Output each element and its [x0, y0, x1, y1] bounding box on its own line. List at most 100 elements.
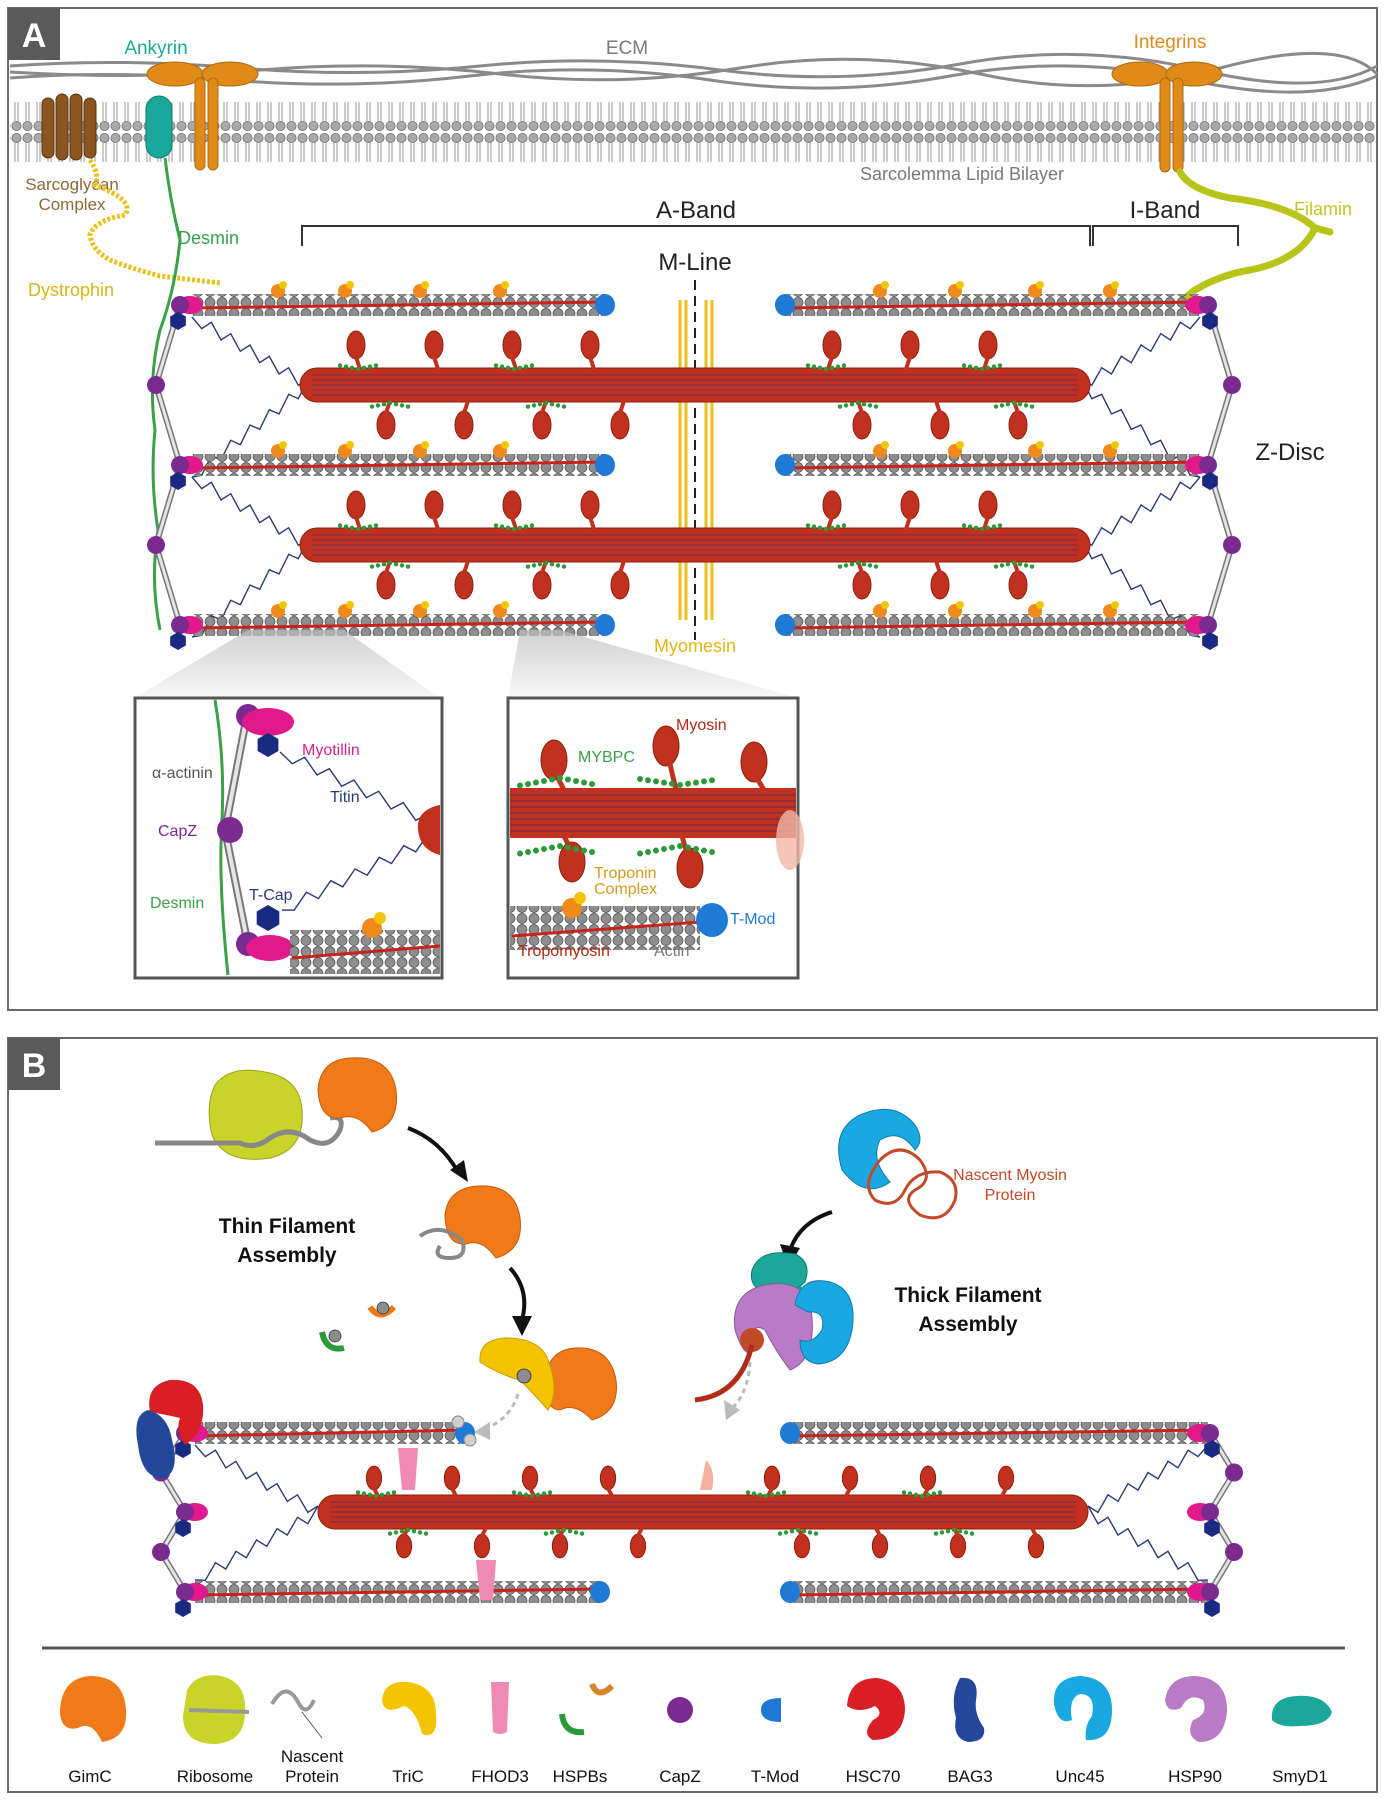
mybpc-dot	[677, 782, 683, 788]
mybpc-dot	[751, 1491, 757, 1496]
hspb-small-icon	[319, 1329, 345, 1352]
mybpc-dot	[837, 404, 843, 409]
mybpc-dot	[807, 1530, 813, 1535]
mybpc-dot	[669, 844, 675, 851]
mybpc-dot	[543, 1531, 549, 1536]
tcap-icon	[175, 1599, 191, 1617]
mybpc-dot	[867, 403, 873, 408]
mybpc-dot	[973, 525, 979, 530]
mybpc-dot	[529, 1493, 535, 1499]
mybpc-dot	[557, 843, 563, 849]
inset-tropomyosin-label: Tropomyosin	[518, 943, 610, 960]
mybpc-dot	[653, 778, 659, 785]
mybpc-dot	[823, 526, 829, 532]
tmod-icon	[696, 903, 728, 937]
tmod-icon	[775, 454, 795, 476]
mybpc-dot	[999, 563, 1005, 568]
legend-item: FHOD3	[471, 1682, 529, 1786]
tcap-icon	[1204, 1599, 1220, 1617]
mybpc-dot	[991, 364, 997, 369]
hspbs-icon	[559, 1682, 615, 1736]
dystrophin-strand	[87, 158, 221, 286]
tcap-icon	[1202, 312, 1218, 330]
mybpc-dot	[337, 363, 343, 368]
mybpc-dot	[997, 363, 1003, 368]
z-disc	[1185, 296, 1241, 650]
myosin-head-icon	[558, 841, 586, 883]
mybpc-dot	[343, 364, 349, 369]
mybpc-dot	[781, 1490, 787, 1495]
tmod-icon	[590, 1581, 610, 1603]
mybpc-dot	[805, 523, 811, 528]
mybpc-dot	[549, 844, 555, 851]
inset-mybpc-label: MYBPC	[578, 749, 635, 766]
mybpc-dot	[777, 1531, 783, 1536]
m-line-label: M-Line	[658, 249, 731, 276]
myosin-head-icon	[376, 570, 396, 600]
mybpc-dot	[573, 846, 579, 852]
myosin-head-icon	[841, 1465, 859, 1491]
thin-filament	[775, 454, 1201, 476]
thin-filament	[775, 294, 1201, 316]
tcap-icon	[1202, 472, 1218, 490]
thin-filament	[775, 614, 1201, 636]
myosin-head-icon	[900, 490, 920, 520]
capz-icon	[1199, 616, 1217, 634]
legend-item: Unc45	[1053, 1676, 1112, 1786]
mybpc-dot	[1023, 403, 1029, 408]
myomesin-label: Myomesin	[654, 636, 736, 656]
mybpc-dot	[387, 400, 393, 406]
mybpc-dot	[835, 524, 841, 529]
legend-label: FHOD3	[471, 1767, 529, 1786]
mybpc-dot	[873, 404, 879, 409]
mybpc-dot	[493, 523, 499, 528]
mybpc-dot	[361, 1491, 367, 1496]
myosin-head-icon	[580, 330, 600, 360]
legend-label: T-Mod	[751, 1767, 799, 1786]
gimc-middle-icon	[418, 1185, 521, 1261]
mybpc-dot	[811, 524, 817, 529]
mybpc-dot	[843, 403, 849, 408]
mybpc-dot	[373, 1493, 379, 1499]
mybpc-dot	[355, 1490, 361, 1495]
mybpc-dot	[913, 1492, 919, 1498]
legend-label: Unc45	[1055, 1767, 1104, 1786]
inset-titin-label: Titin	[330, 789, 360, 806]
titin-strand	[1087, 1444, 1209, 1514]
mybpc-dot	[1023, 563, 1029, 568]
mybpc-dot	[901, 1490, 907, 1495]
hsc70-icon	[847, 1678, 905, 1740]
myotillin-icon	[242, 708, 294, 736]
mybpc-dot	[769, 1492, 775, 1498]
integrin-left-icon	[146, 61, 259, 171]
sarcolemma-label: Sarcolemma Lipid Bilayer	[860, 164, 1064, 184]
mybpc-dot	[985, 365, 991, 370]
capz-icon	[176, 1583, 194, 1601]
mybpc-dot	[843, 563, 849, 568]
mybpc-dot	[549, 1530, 555, 1535]
myosin-head-icon	[473, 1533, 491, 1559]
mybpc-dot	[373, 363, 379, 368]
mybpc-dot	[349, 525, 355, 530]
myosin-head-icon	[763, 1465, 781, 1491]
thick-filament-assembly-label: Thick Filament	[894, 1284, 1041, 1307]
tropomyosin-strand	[784, 300, 1201, 310]
myosin-head-icon	[424, 330, 444, 360]
myosin-head-icon	[610, 410, 630, 440]
sarcomere-b	[136, 1379, 1243, 1617]
myosin-head-icon	[997, 1465, 1015, 1491]
mybpc-dot	[709, 777, 715, 784]
mybpc-dot	[837, 564, 843, 569]
unc45-top-icon	[838, 1108, 921, 1190]
titin-strand	[1081, 316, 1201, 387]
capz-icon	[1201, 1583, 1219, 1601]
capz-icon	[147, 376, 165, 394]
mybpc-dot	[801, 1529, 807, 1534]
mybpc-dot	[367, 1492, 373, 1498]
legend-item: HSC70	[846, 1678, 905, 1786]
thin-filament	[780, 1422, 1209, 1444]
thick-filament-end	[417, 805, 440, 855]
sarcoglycan-label-2: Complex	[38, 195, 106, 214]
mybpc-dot	[645, 777, 651, 784]
